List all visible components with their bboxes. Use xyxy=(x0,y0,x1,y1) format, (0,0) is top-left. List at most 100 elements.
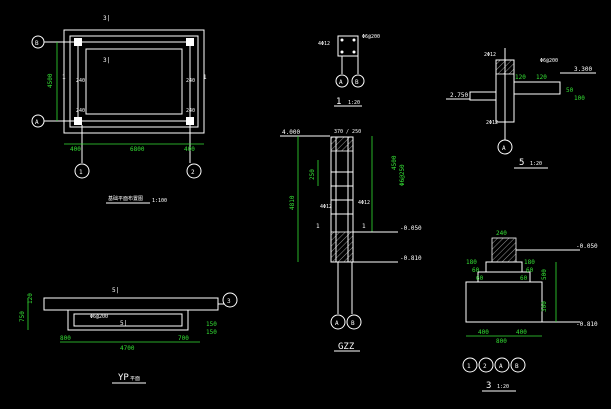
d3-bottom-dim-1: 400 xyxy=(478,329,489,336)
plan-dim-bottom-mid: 6800 xyxy=(130,146,145,153)
gzz-dim-250: 250 xyxy=(309,169,316,180)
plan-dim-left: 4500 xyxy=(47,73,54,88)
d3-right-dim-3: 60 xyxy=(520,275,528,282)
d3-scale: 1:20 xyxy=(497,384,509,390)
d5-rebar-3: 2Φ12 xyxy=(486,120,498,126)
plan-corner-dim-4: 240 xyxy=(186,108,195,114)
plan-axis-label-a: A xyxy=(35,119,39,126)
d3-axis-b: B xyxy=(515,363,519,370)
plan-axis-bubble-a xyxy=(31,114,45,128)
plan-axis-bubble-1 xyxy=(74,163,90,179)
plan-column-tl xyxy=(74,38,82,46)
yp-canopy-inner xyxy=(73,313,183,327)
plan-column-tr xyxy=(186,38,194,46)
yp-axis-bubble-3 xyxy=(222,292,238,308)
d5-rebar-2: Φ6@200 xyxy=(540,58,558,64)
gzz-axis-bubble-a xyxy=(330,314,346,330)
detail1-section xyxy=(337,35,359,57)
d5-left-slab xyxy=(469,91,497,101)
plan-cut-right: 1 xyxy=(203,74,207,81)
d3-title: 3 xyxy=(486,381,491,391)
plan-cut-left: 1 xyxy=(62,74,66,81)
gzz-level-1: -0.050 xyxy=(400,225,422,232)
d5-dim-1: 120 xyxy=(515,74,526,81)
foundation-plan: 3| B A 1 2 4500 400 6800 400 1 1 xyxy=(31,15,207,204)
plan-scale: 1:100 xyxy=(152,198,167,204)
d3-axis-bubble-2 xyxy=(478,357,494,373)
yp-rebar: Φ6@200 xyxy=(90,314,108,320)
detail1-axis-bubble-a xyxy=(335,74,349,88)
yp-section-mark: 5| xyxy=(112,287,119,294)
detail-3: 240 180 60 60 180 60 60 -0.050 -0.810 50… xyxy=(462,230,598,392)
yp-title-suffix: 平面 xyxy=(130,376,140,382)
d3-height-dim-2: 300 xyxy=(541,301,548,312)
detail1-axis-bubble-b xyxy=(351,74,365,88)
detail1-scale: 1:20 xyxy=(348,100,360,106)
gzz-top-level: 4.000 xyxy=(282,129,300,136)
d5-canopy xyxy=(513,81,561,95)
d3-left-dim-1: 180 xyxy=(466,259,477,266)
gzz-cut: 1 xyxy=(316,223,320,230)
detail1-rebar xyxy=(340,50,344,54)
yp-title: YP xyxy=(118,373,129,383)
gzz-axis-a: A xyxy=(335,320,339,327)
d5-axis-bubble xyxy=(497,139,513,155)
yp-dim-left-2: 120 xyxy=(27,293,34,304)
d5-axis-a: A xyxy=(502,145,506,152)
detail-gzz: 4.000 370 / 250 4810 250 4500 Φ6@250 4Φ1… xyxy=(280,129,422,352)
gzz-top-dim: 370 / 250 xyxy=(334,129,361,135)
d5-level-left: 2.750 xyxy=(450,92,468,99)
gzz-level-2: -0.810 xyxy=(400,255,422,262)
gzz-height-dim: 4810 xyxy=(289,195,296,210)
d5-dim-3: 50 xyxy=(566,87,574,94)
yp-canopy xyxy=(67,309,189,331)
plan-axis-bubble-2 xyxy=(186,163,202,179)
detail1-axis-a: A xyxy=(339,79,343,86)
d3-axis-a: A xyxy=(499,363,503,370)
detail1-title: 1 xyxy=(336,97,341,107)
detail1-rebar xyxy=(352,50,356,54)
d5-scale: 1:20 xyxy=(530,161,542,167)
d3-level-1: -0.050 xyxy=(576,243,598,250)
yp-dim-bottom-mid: 4700 xyxy=(120,345,135,352)
detail1-rebar xyxy=(340,38,344,42)
yp-dim-right-1: 150 xyxy=(206,321,217,328)
plan-outer-wall xyxy=(63,29,205,134)
d3-height-dim-1: 500 xyxy=(541,269,548,280)
plan-axis-bubble-b xyxy=(31,35,45,49)
gzz-side-dim: 4500 xyxy=(391,155,398,170)
plan-axis-label-1: 1 xyxy=(79,169,83,176)
gzz-axis-b: B xyxy=(351,320,355,327)
d3-left-dim-2: 60 xyxy=(472,267,480,274)
yp-dim-right-2: 150 xyxy=(206,329,217,336)
plan-column-br xyxy=(186,117,194,125)
detail-5: A 2Φ12 Φ6@200 2Φ12 3.300 2.750 120 120 5… xyxy=(446,48,596,169)
yp-section-mark-bottom: 5| xyxy=(120,320,127,327)
gzz-top-beam-hatch xyxy=(330,136,354,152)
d3-footing xyxy=(465,281,543,323)
gzz-rebar-1: 4Φ12 xyxy=(320,204,332,210)
yp-dim-bottom-left: 800 xyxy=(60,335,71,342)
d3-axis-bubble-a xyxy=(494,357,510,373)
gzz-footing-hatch xyxy=(330,231,354,263)
d3-bottom-dim-2: 400 xyxy=(516,329,527,336)
plan-section-mark-mid: 3| xyxy=(103,57,110,64)
plan-corner-dim-2: 240 xyxy=(186,78,195,84)
plan-column-bl xyxy=(74,117,82,125)
d3-axis-bubble-b xyxy=(510,357,526,373)
detail1-rebar-label-2: Φ6@200 xyxy=(362,34,380,40)
plan-wall-band-2 xyxy=(77,41,191,122)
detail-1: 4Φ12 Φ6@200 A B 1 1:20 xyxy=(318,34,380,107)
yp-axis-3: 3 xyxy=(227,298,231,305)
plan-dim-bottom-right: 400 xyxy=(184,146,195,153)
d3-left-dim-3: 60 xyxy=(476,275,484,282)
yp-dim-left: 750 xyxy=(19,311,26,322)
plan-wall-band-1 xyxy=(69,35,199,128)
d5-dim-2: 120 xyxy=(536,74,547,81)
d3-step-1 xyxy=(485,261,523,273)
d5-level-top: 3.300 xyxy=(574,66,592,73)
d5-dim-4: 100 xyxy=(574,95,585,102)
plan-inner-wall xyxy=(85,48,183,115)
plan-corner-dim-3: 240 xyxy=(76,108,85,114)
